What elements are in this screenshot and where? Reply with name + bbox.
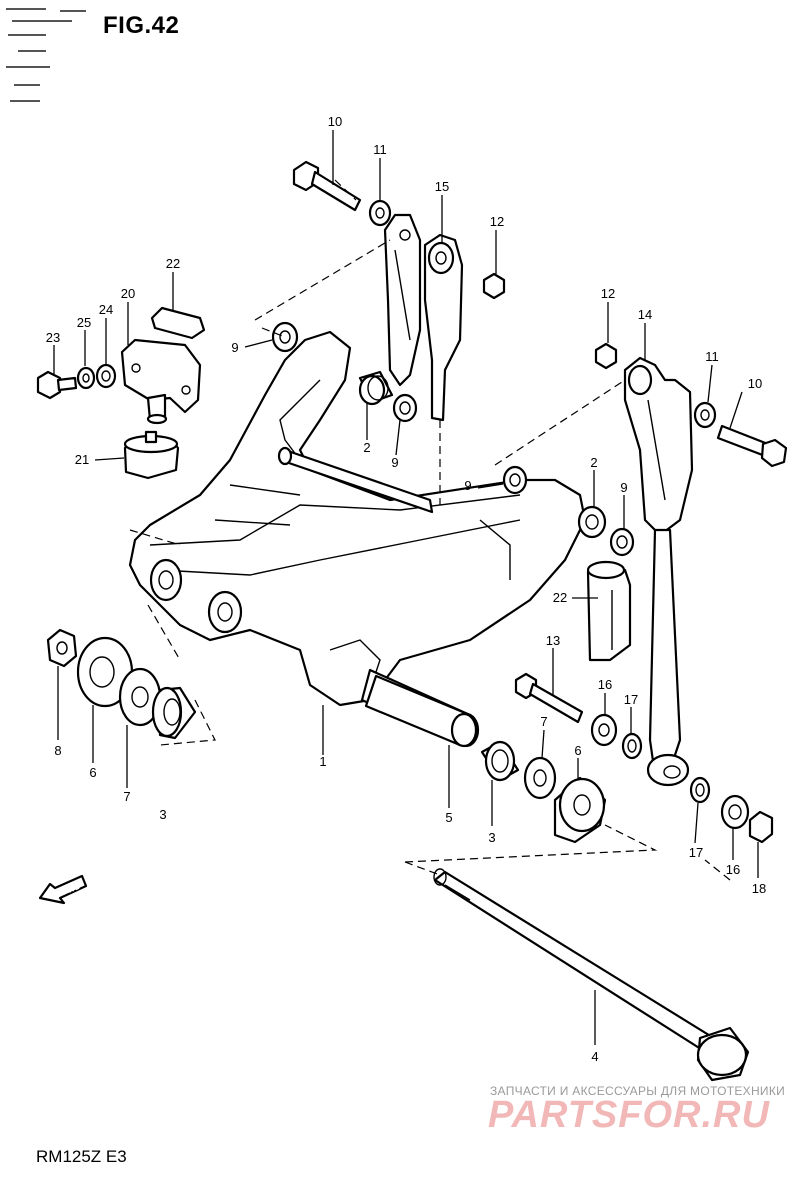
callout-16-lower: 16 bbox=[726, 862, 740, 877]
washer-7-left bbox=[118, 667, 162, 727]
washer-11-left bbox=[368, 199, 392, 227]
callout-14: 14 bbox=[638, 307, 652, 322]
washer-24 bbox=[95, 363, 117, 389]
washer-7-right bbox=[523, 756, 557, 800]
callout-12-left: 12 bbox=[490, 214, 504, 229]
bolt-23 bbox=[36, 370, 78, 400]
bolt-13 bbox=[514, 672, 584, 724]
callout-11-right: 11 bbox=[705, 349, 719, 364]
callout-10-left: 10 bbox=[328, 114, 342, 129]
callout-7-right: 7 bbox=[540, 714, 547, 729]
callout-17-lower: 17 bbox=[689, 845, 703, 860]
bushing-2-left bbox=[358, 370, 394, 406]
callout-25: 25 bbox=[77, 315, 91, 330]
bolt-10-left bbox=[292, 160, 362, 212]
callout-18: 18 bbox=[752, 881, 766, 896]
callout-5: 5 bbox=[445, 810, 452, 825]
washer-9-a bbox=[271, 321, 299, 353]
callout-6-left: 6 bbox=[89, 765, 96, 780]
callout-24: 24 bbox=[99, 302, 113, 317]
model-code: RM125Z E3 bbox=[36, 1147, 127, 1166]
watermark-brand: PARTSFOR.RU bbox=[488, 1094, 770, 1136]
washer-9-b bbox=[392, 393, 418, 423]
sleeve-22 bbox=[586, 560, 632, 662]
callout-3-left: 3 bbox=[159, 807, 166, 822]
watermark-tagline: ЗАПЧАСТИ И АКСЕССУАРЫ ДЛЯ МОТОТЕХНИКИ bbox=[490, 1084, 786, 1098]
leader-lines bbox=[53, 130, 759, 1045]
callout-9-a: 9 bbox=[231, 340, 238, 355]
bearing-3-right bbox=[480, 740, 520, 782]
callout-7-left: 7 bbox=[123, 789, 130, 804]
nut-8 bbox=[46, 628, 78, 668]
callout-22: 22 bbox=[553, 590, 567, 605]
callout-10-right: 10 bbox=[748, 376, 762, 391]
bushing-16-lower bbox=[720, 794, 750, 830]
nut-18 bbox=[748, 810, 774, 844]
callout-3-right: 3 bbox=[488, 830, 495, 845]
figure-title: FIG.42 bbox=[103, 12, 180, 39]
nut-12-left bbox=[482, 272, 506, 300]
seal-17-upper bbox=[621, 732, 643, 760]
pad-21 bbox=[150, 306, 206, 340]
callout-17-upper: 17 bbox=[624, 692, 638, 707]
callout-9-b: 9 bbox=[391, 455, 398, 470]
callout-8: 8 bbox=[54, 743, 61, 758]
link-arm-15 bbox=[383, 213, 464, 422]
rubber-20 bbox=[123, 430, 180, 480]
washer-9-d bbox=[609, 527, 635, 557]
callout-16-upper: 16 bbox=[598, 677, 612, 692]
collar-6-right bbox=[553, 776, 607, 844]
bushing-2-right bbox=[577, 505, 607, 539]
callout-11-left: 11 bbox=[373, 142, 387, 157]
callout-12-right: 12 bbox=[601, 286, 615, 301]
callout-19: 20 bbox=[121, 286, 135, 301]
callout-9-d: 9 bbox=[620, 480, 627, 495]
swingarm-crossbar bbox=[277, 446, 434, 514]
callout-1: 1 bbox=[319, 754, 326, 769]
callout-2-left: 2 bbox=[363, 440, 370, 455]
callout-20: 21 bbox=[75, 452, 89, 467]
callout-2-right: 2 bbox=[590, 455, 597, 470]
part-callouts: 10 11 15 12 22 20 24 25 23 9 21 2 9 9 2 … bbox=[46, 114, 766, 1064]
seal-17-lower bbox=[689, 776, 711, 804]
link-arm-14 bbox=[623, 356, 694, 787]
fwd-arrow-icon bbox=[38, 874, 88, 905]
bolt-10-right bbox=[716, 424, 788, 468]
callout-23: 23 bbox=[46, 330, 60, 345]
nut-12-right bbox=[594, 342, 618, 370]
bracket-19 bbox=[120, 338, 202, 425]
pivot-shaft-5 bbox=[364, 674, 478, 748]
axle-bolt-4 bbox=[433, 868, 750, 1082]
callout-15: 15 bbox=[435, 179, 449, 194]
callout-4: 4 bbox=[591, 1049, 598, 1064]
washer-25 bbox=[76, 366, 96, 390]
washer-9-c bbox=[502, 465, 528, 495]
callout-13: 13 bbox=[546, 633, 560, 648]
callout-21: 22 bbox=[166, 256, 180, 271]
callout-6-right: 6 bbox=[574, 743, 581, 758]
scan-noise bbox=[6, 8, 86, 102]
assembly-lines bbox=[129, 179, 731, 881]
callout-9-c: 9 bbox=[464, 478, 471, 493]
washer-11-right bbox=[693, 401, 717, 429]
bearing-3-left bbox=[151, 686, 197, 740]
bushing-16-upper bbox=[590, 713, 618, 747]
